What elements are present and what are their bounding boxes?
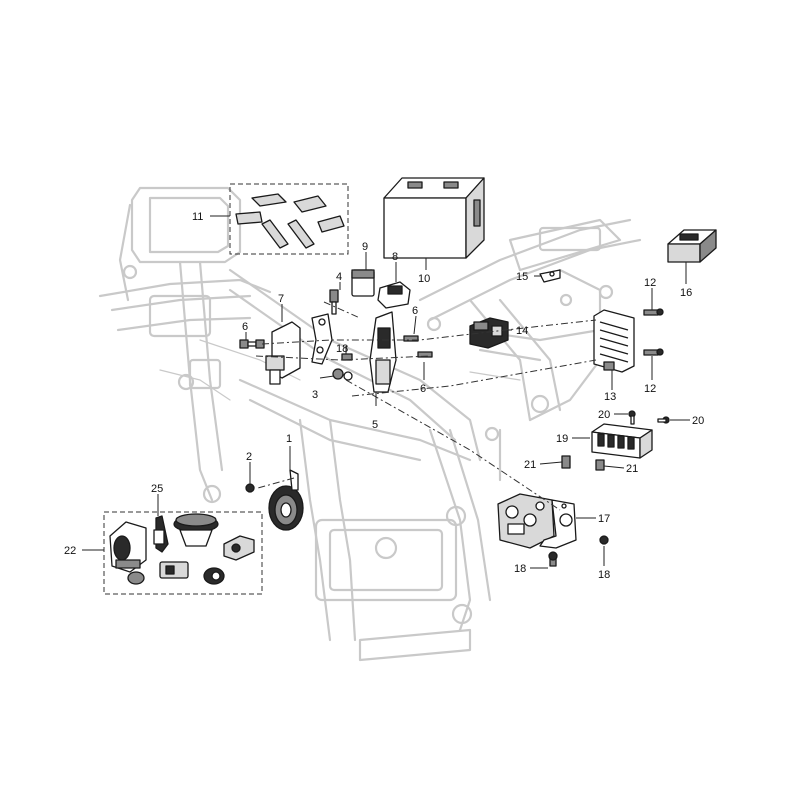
- callout-15: 15: [516, 271, 528, 283]
- ignition-lock: [109, 521, 147, 573]
- callout-5: 5: [372, 419, 378, 431]
- bolt: [628, 410, 670, 425]
- callout-8: 8: [392, 251, 398, 263]
- callout-10: 10: [418, 273, 430, 285]
- fuel-cap-lock: [173, 513, 219, 547]
- callout-22: 22: [64, 545, 76, 557]
- seat-lock: [223, 535, 255, 561]
- callout-21-right: 21: [626, 463, 638, 475]
- clip: [561, 455, 605, 471]
- callout-12-top: 12: [644, 277, 656, 289]
- callout-12-bottom: 12: [644, 383, 656, 395]
- callout-6-left: 6: [242, 321, 248, 333]
- key: [153, 515, 169, 553]
- nut: [332, 368, 353, 381]
- relay-small: [351, 269, 375, 297]
- callout-6-top: 6: [412, 305, 418, 317]
- detail-box-11: [229, 183, 349, 255]
- fuse-box: [591, 423, 653, 459]
- callout-18-top: 18: [336, 343, 348, 355]
- connector-block: [469, 317, 509, 349]
- protective-pads: [235, 193, 345, 249]
- bolt: [403, 335, 433, 358]
- callout-18-left: 18: [514, 563, 526, 575]
- callout-20-right: 20: [692, 415, 704, 427]
- lock-cylinder: [127, 561, 225, 585]
- callout-16: 16: [680, 287, 692, 299]
- callout-13: 13: [604, 391, 616, 403]
- horn: [268, 469, 304, 531]
- abs-modulator: [497, 493, 555, 549]
- callout-1: 1: [286, 433, 292, 445]
- nut: [548, 535, 609, 567]
- module-bracket: [369, 311, 397, 393]
- leader-lines: [82, 215, 690, 569]
- mounting-bracket: [311, 313, 333, 365]
- callout-18-right: 18: [598, 569, 610, 581]
- callout-17: 17: [598, 513, 610, 525]
- abs-bracket: [539, 499, 577, 549]
- callout-9: 9: [362, 241, 368, 253]
- relay-module: [667, 229, 717, 263]
- callout-25: 25: [151, 483, 163, 495]
- motorcycle-frame: [98, 186, 642, 662]
- callout-14: 14: [516, 325, 528, 337]
- callout-3: 3: [312, 389, 318, 401]
- callout-11: 11: [192, 211, 203, 223]
- ecu-unit: [265, 321, 301, 385]
- bolt: [239, 339, 265, 349]
- connector: [377, 281, 411, 309]
- voltage-regulator: [593, 309, 635, 373]
- battery: [383, 177, 485, 259]
- small-bracket: [539, 269, 561, 283]
- alignment-lines: [255, 301, 597, 511]
- callout-21-left: 21: [524, 459, 536, 471]
- callout-20-left: 20: [598, 409, 610, 421]
- callout-6-bottom: 6: [420, 383, 426, 395]
- callout-7: 7: [278, 293, 284, 305]
- bolt: [329, 289, 339, 315]
- bolt: [643, 308, 664, 356]
- callout-4: 4: [336, 271, 342, 283]
- callout-19: 19: [556, 433, 568, 445]
- callout-labels: 1 2 3 4 5 6 6 6 7 8 9 10 11 12 12 13 14 …: [64, 211, 704, 581]
- bolt: [245, 483, 255, 493]
- callout-2: 2: [246, 451, 252, 463]
